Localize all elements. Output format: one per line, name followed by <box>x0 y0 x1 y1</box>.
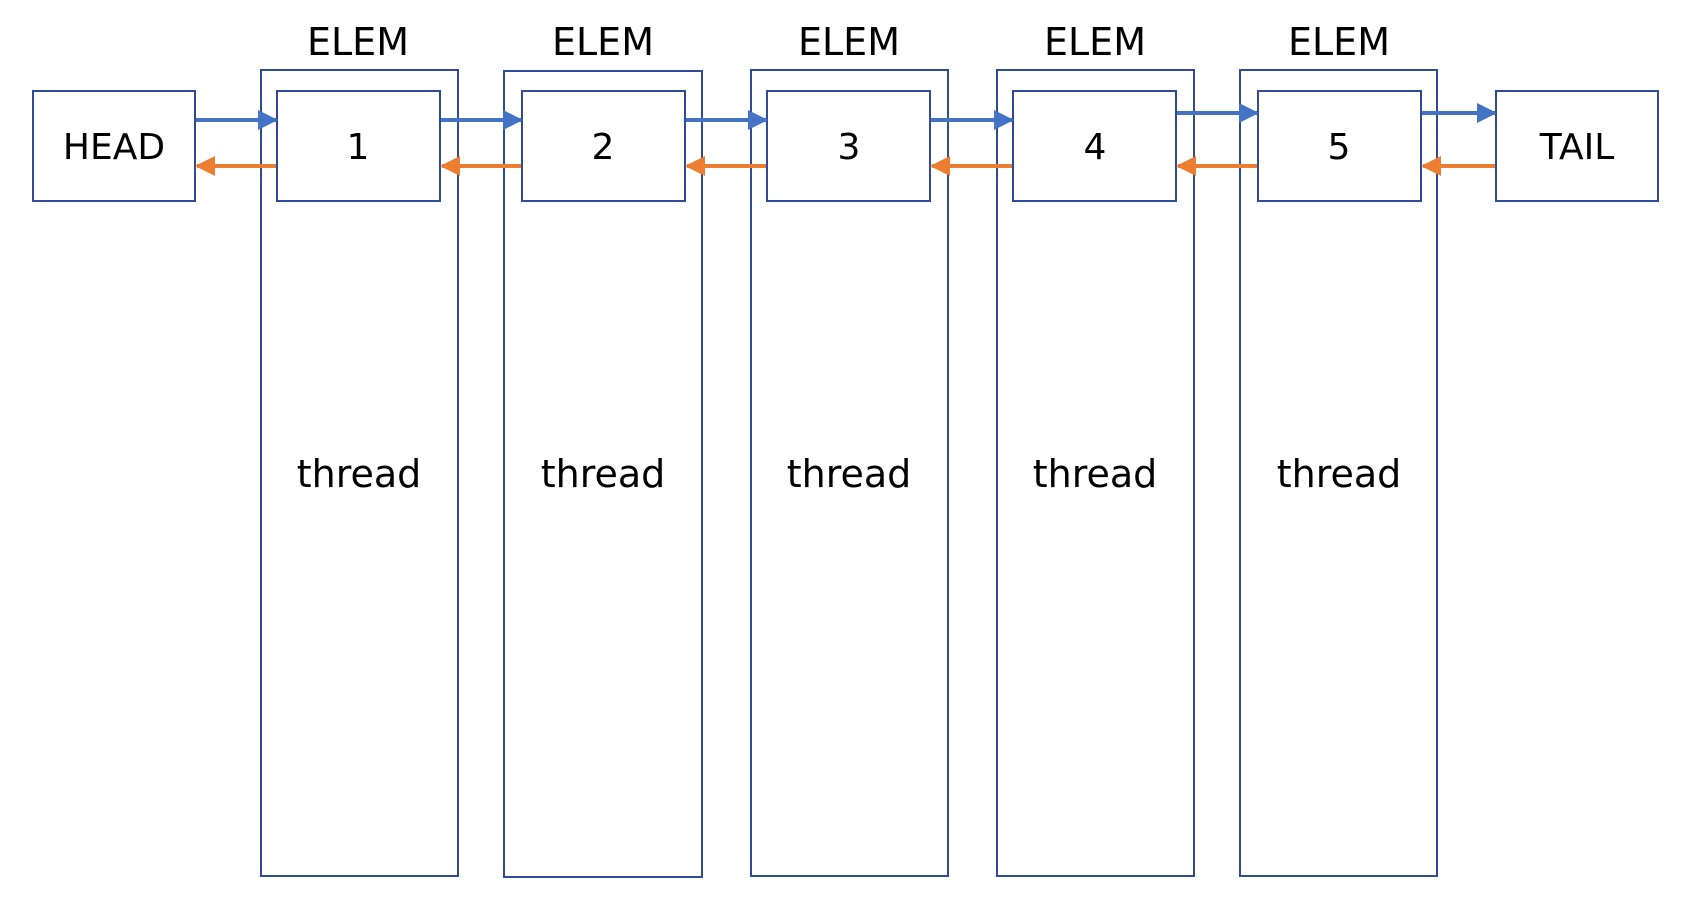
elem-container <box>996 69 1195 877</box>
elem-3: ELEM 3 thread <box>750 20 949 877</box>
elem-node-box <box>521 90 686 202</box>
elem-caption: ELEM <box>1044 20 1146 64</box>
elem-thread-label: thread <box>297 452 422 496</box>
elem-caption: ELEM <box>307 20 409 64</box>
elem-2: ELEM 2 thread <box>503 20 703 878</box>
next-pointers <box>196 103 1497 130</box>
elem-thread-label: thread <box>1033 452 1158 496</box>
elem-container <box>750 69 949 877</box>
elem-node-label: 3 <box>838 127 861 168</box>
elem-node-label: 4 <box>1084 127 1107 168</box>
elem-node-box <box>1257 90 1422 202</box>
elem-container <box>1239 69 1438 877</box>
elem-thread-label: thread <box>1277 452 1402 496</box>
head-node: HEAD <box>32 90 196 202</box>
tail-node: TAIL <box>1495 90 1659 202</box>
elem-caption: ELEM <box>1288 20 1390 64</box>
elem-caption: ELEM <box>552 20 654 64</box>
elem-thread-label: thread <box>541 452 666 496</box>
elem-1: ELEM 1 thread <box>260 20 459 877</box>
elem-5: ELEM 5 thread <box>1239 20 1438 877</box>
elem-node-box <box>276 90 441 202</box>
tail-label: TAIL <box>1539 127 1615 168</box>
elem-node-label: 1 <box>347 127 370 168</box>
elem-thread-label: thread <box>787 452 912 496</box>
elem-node-box <box>766 90 931 202</box>
elem-node-box <box>1012 90 1177 202</box>
elem-container <box>260 69 459 877</box>
elem-node-label: 2 <box>592 127 615 168</box>
elem-caption: ELEM <box>798 20 900 64</box>
elem-node-label: 5 <box>1328 127 1351 168</box>
elem-4: ELEM 4 thread <box>996 20 1195 877</box>
head-label: HEAD <box>63 127 165 168</box>
elem-container <box>503 70 703 878</box>
